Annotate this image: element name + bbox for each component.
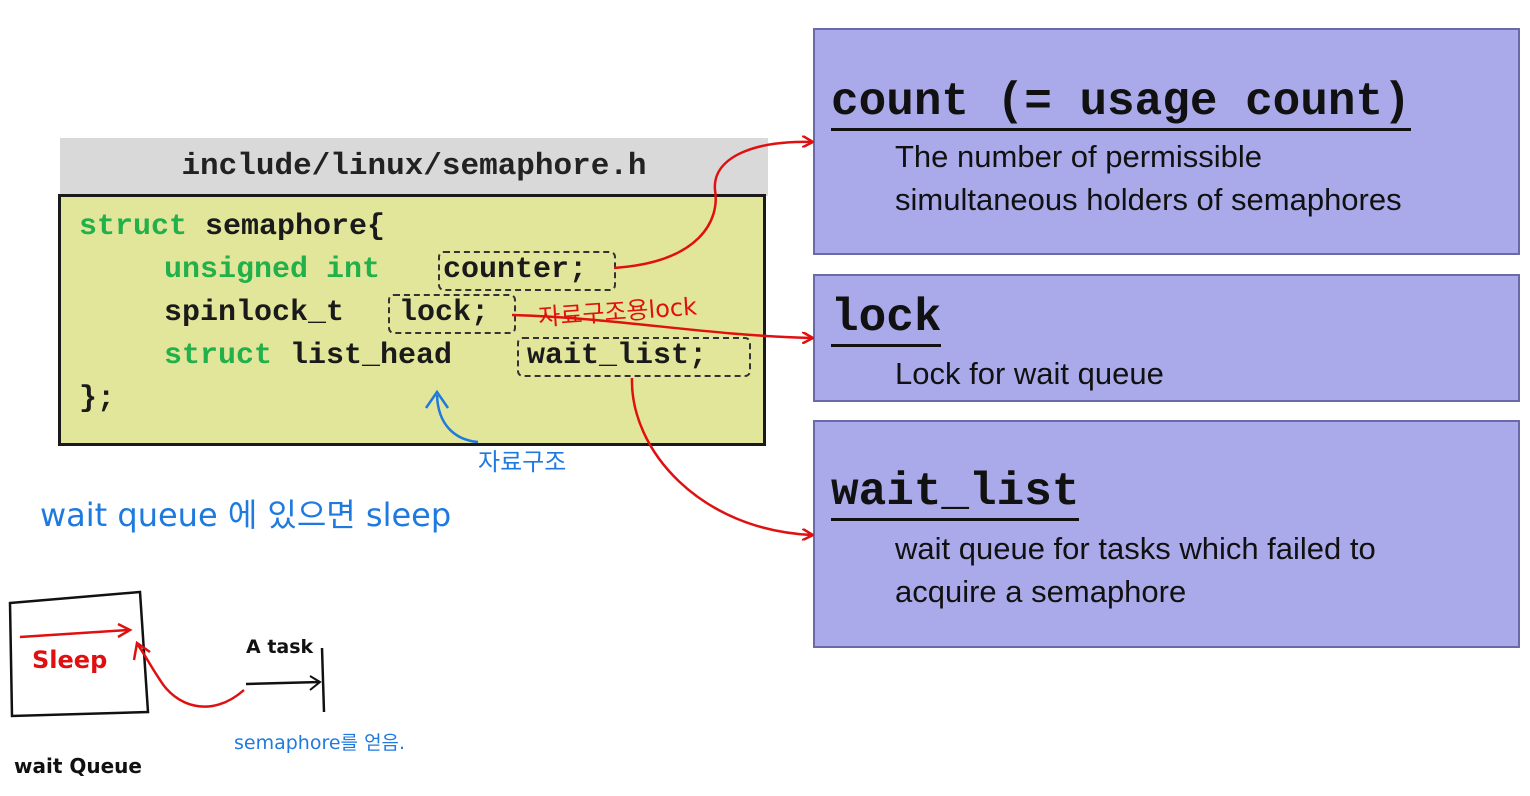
code-box: struct semaphore{ unsigned int counter; … bbox=[58, 194, 766, 446]
lock-panel-title: lock bbox=[831, 292, 942, 347]
sleep-arrow-line bbox=[19, 628, 129, 639]
count-panel-title: count (= usage count) bbox=[831, 76, 1411, 131]
counter-field-highlight bbox=[438, 251, 616, 291]
sleep-note: wait queue 에 있으면 sleep bbox=[40, 496, 452, 534]
sleep-label: Sleep bbox=[32, 646, 108, 674]
lock-panel-desc: Lock for wait queue bbox=[895, 356, 1164, 391]
list-head-arrow bbox=[435, 394, 479, 444]
keyword-struct: struct bbox=[79, 210, 188, 244]
keyword-struct-2: struct bbox=[164, 339, 273, 373]
count-panel-desc: The number of permissible simultaneous h… bbox=[895, 139, 1402, 217]
lock-panel: lock Lock for wait queue bbox=[813, 274, 1520, 402]
code-line-5: }; bbox=[79, 382, 116, 416]
count-panel: count (= usage count) The number of perm… bbox=[813, 28, 1520, 255]
counter-arrow bbox=[613, 142, 812, 270]
list-head-note: 자료구조 bbox=[478, 448, 567, 476]
list-head-type: list_head bbox=[272, 339, 453, 373]
keyword-unsigned-int: unsigned int bbox=[164, 253, 381, 287]
counter-field: counter; bbox=[443, 253, 588, 287]
code-file-header: include/linux/semaphore.h bbox=[60, 138, 768, 196]
wait-list-field-highlight bbox=[517, 337, 751, 377]
code-line-1: struct semaphore{ bbox=[79, 207, 385, 247]
wait-queue-label: wait Queue bbox=[14, 754, 142, 778]
lock-field: lock; bbox=[399, 296, 490, 330]
wait-list-panel-desc: wait queue for tasks which failed to acq… bbox=[895, 531, 1376, 609]
lock-arrow bbox=[511, 313, 812, 338]
code-line-4: struct list_head bbox=[164, 336, 452, 376]
wait-queue-box bbox=[8, 590, 150, 718]
task-label: A task bbox=[246, 636, 314, 658]
task-line bbox=[245, 680, 321, 686]
task-bar bbox=[320, 647, 326, 713]
semaphore-note: semaphore를 얻음. bbox=[234, 732, 406, 754]
code-line-2: unsigned int bbox=[164, 250, 380, 290]
wait-list-arrow bbox=[630, 377, 812, 535]
wait-list-field: wait_list; bbox=[527, 339, 708, 373]
struct-name: semaphore{ bbox=[187, 210, 386, 244]
task-to-queue-arrow bbox=[136, 644, 245, 708]
wait-list-panel-title: wait_list bbox=[831, 466, 1080, 521]
code-line-3-type: spinlock_t bbox=[164, 296, 345, 330]
wait-list-panel: wait_list wait queue for tasks which fai… bbox=[813, 420, 1520, 648]
